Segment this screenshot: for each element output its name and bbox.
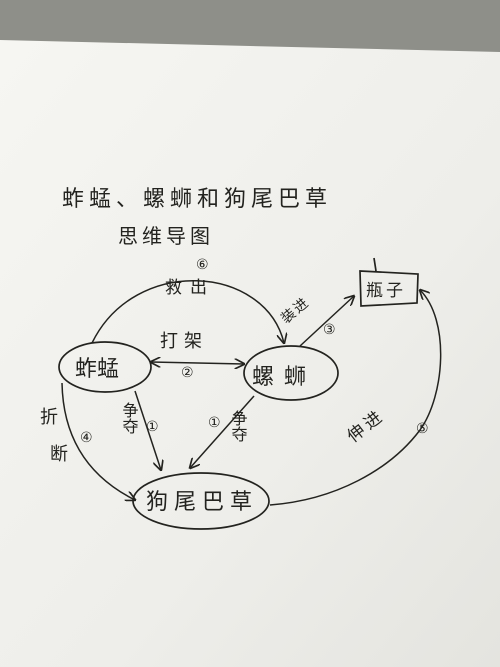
bottle-node-label: 瓶子: [366, 281, 406, 301]
paper-sheet: [0, 40, 500, 667]
rescue-number: ⑥: [196, 257, 209, 273]
into-bottle-number: ③: [323, 322, 336, 338]
break-arrow: [61, 382, 135, 500]
snail-node-outline: [243, 345, 339, 401]
compete-right-number: ①: [208, 415, 221, 431]
compete-left-label: 争夺: [120, 402, 139, 435]
extend-arrow: [269, 290, 442, 506]
rescue-label: 救出: [165, 278, 215, 298]
compete-left-arrow: [134, 390, 161, 470]
extend-number: ⑤: [416, 421, 429, 437]
break-number: ④: [80, 430, 93, 446]
title-line-2: 思维导图: [118, 224, 214, 248]
fight-label: 打架: [160, 331, 208, 352]
compete-right-arrow: [190, 395, 255, 468]
fight-arrow: [151, 362, 244, 364]
snail-node-label: 螺蛳: [252, 365, 316, 390]
into-bottle-arrow: [299, 296, 354, 347]
bottle-node-outline: [359, 257, 419, 307]
title-line-1: 蚱蜢、螺蛳和狗尾巴草: [62, 187, 332, 212]
foxtail-node-label: 狗尾巴草: [146, 490, 258, 515]
compete-left-number: ①: [146, 419, 159, 435]
grasshopper-node-label: 蚱蜢: [75, 357, 119, 382]
break-label-1: 折: [40, 407, 58, 428]
rescue-arrow: [91, 280, 284, 343]
fight-number: ②: [181, 365, 194, 381]
compete-right-label: 争夺: [229, 410, 248, 443]
break-label-2: 断: [50, 444, 68, 465]
